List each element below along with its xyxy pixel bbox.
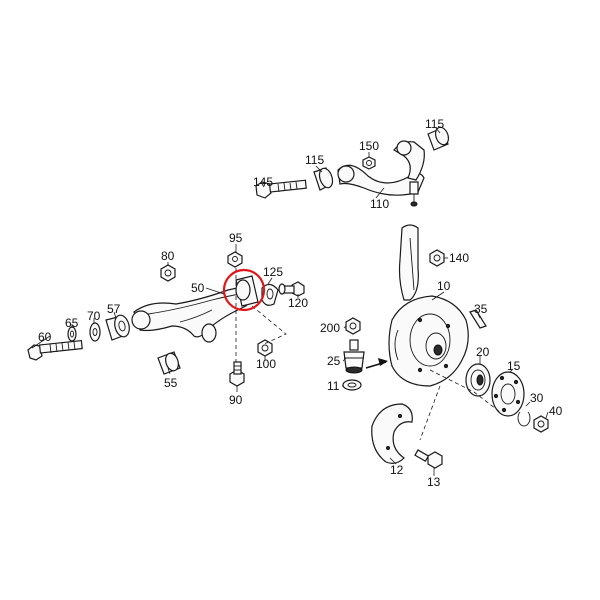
callout-15: 15 (507, 359, 521, 373)
bushing-55 (157, 351, 181, 375)
bushing-57 (105, 314, 130, 341)
nut-100 (257, 339, 273, 357)
callout-10: 10 (437, 279, 451, 293)
nut-150 (362, 156, 376, 170)
callout-125: 125 (263, 265, 283, 279)
dust-shield-10 (388, 295, 469, 387)
assembly-arrow (365, 358, 388, 369)
callout-12: 12 (390, 463, 404, 477)
pin-35 (469, 309, 487, 329)
callout-60: 60 (38, 330, 52, 344)
highlight-circle (222, 268, 266, 312)
callout-120: 120 (288, 296, 308, 310)
callout-11: 11 (327, 379, 340, 393)
callout-40: 40 (549, 404, 563, 418)
callout-145: 145 (253, 175, 273, 189)
washer-70 (89, 322, 101, 342)
callout-110: 110 (370, 197, 389, 211)
bolt-60 (27, 339, 83, 361)
splash-shield-12 (371, 403, 413, 464)
washer-65 (67, 326, 77, 342)
ring-11 (342, 379, 362, 391)
callout-57: 57 (107, 302, 121, 316)
callout-25: 25 (327, 354, 341, 368)
callout-115-upper-left: 115 (305, 153, 324, 167)
callout-30: 30 (530, 391, 544, 405)
callout-80: 80 (161, 249, 175, 263)
bracket-125 (261, 283, 279, 306)
bolt-13 (414, 449, 443, 469)
callout-55: 55 (164, 376, 178, 390)
callout-115-upper-right: 115 (425, 117, 444, 131)
callout-200: 200 (320, 321, 340, 335)
bolt-120 (278, 281, 305, 297)
callout-labels: 115 150 115 145 110 95 80 125 50 120 60 … (38, 117, 563, 489)
circlip-30 (517, 411, 531, 427)
leader-lines (31, 127, 549, 476)
upper-control-arm-group (255, 126, 450, 207)
hub-nut-40 (533, 415, 549, 433)
nut-95 (227, 251, 243, 268)
callout-95: 95 (229, 231, 243, 245)
ball-joint-25 (343, 339, 365, 374)
bushing-80 (160, 264, 176, 282)
callout-13: 13 (427, 475, 441, 489)
hub-15 (491, 371, 525, 417)
callout-150: 150 (359, 139, 379, 153)
bearing-20 (465, 363, 491, 397)
knuckle (398, 224, 419, 301)
callout-100: 100 (256, 357, 276, 371)
bolt-90 (229, 361, 245, 387)
upper-arm-110 (337, 140, 425, 207)
nut-200 (345, 317, 361, 335)
callout-65: 65 (65, 316, 79, 330)
lower-control-arm-group (27, 251, 305, 387)
bolt-145 (255, 179, 307, 199)
callout-140: 140 (449, 251, 469, 265)
callout-70: 70 (87, 309, 101, 323)
lower-arm-50 (131, 275, 259, 343)
nut-140 (429, 249, 445, 267)
callout-35: 35 (474, 302, 488, 316)
callout-90: 90 (229, 393, 243, 407)
callout-50: 50 (191, 281, 205, 295)
knuckle-hub-group (342, 224, 549, 469)
bushing-115-left (313, 167, 334, 191)
callout-20: 20 (476, 345, 490, 359)
